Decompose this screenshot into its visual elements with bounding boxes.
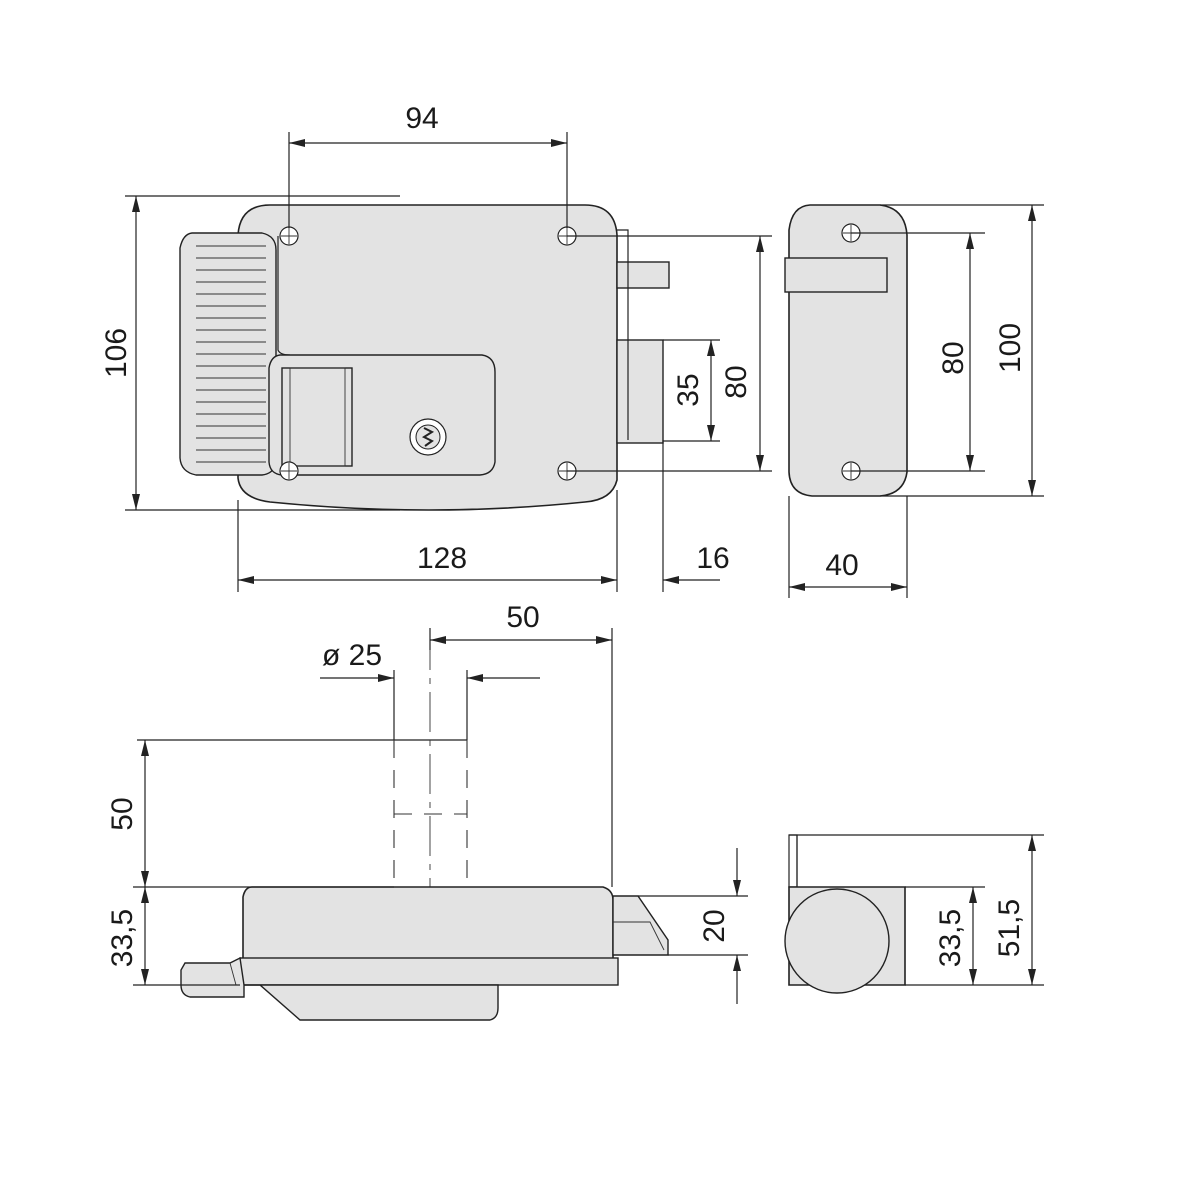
dim-40: 40 bbox=[825, 549, 858, 582]
dim-33-5-bottom: 33,5 bbox=[106, 909, 139, 967]
dim-diameter-25: ø 25 bbox=[322, 639, 382, 672]
lock-body-bottom bbox=[242, 886, 614, 961]
end-view: 33,5 51,5 bbox=[784, 834, 1044, 994]
handle-bottom bbox=[180, 956, 499, 1021]
keyhole-icon bbox=[409, 418, 447, 456]
dim-50-offset: 50 bbox=[506, 601, 539, 634]
dim-80-side: 80 bbox=[937, 341, 970, 374]
side-bolt bbox=[784, 257, 888, 293]
deadbolt-small bbox=[616, 261, 670, 289]
bottom-view: 50 ø 25 50 33,5 20 bbox=[106, 601, 748, 1021]
deadbolt-main bbox=[616, 339, 664, 444]
lock-body-side bbox=[788, 204, 908, 497]
side-view: 80 100 40 bbox=[784, 204, 1044, 598]
dim-100: 100 bbox=[994, 323, 1027, 373]
dim-16: 16 bbox=[696, 542, 729, 575]
dim-51-5: 51,5 bbox=[993, 899, 1026, 957]
dim-128: 128 bbox=[417, 542, 467, 575]
latch-button bbox=[281, 367, 353, 467]
base-plate bbox=[239, 957, 619, 986]
dim-94: 94 bbox=[405, 102, 438, 135]
front-view: 94 106 128 16 35 80 bbox=[100, 102, 772, 592]
dim-20: 20 bbox=[698, 909, 731, 942]
dim-80-front: 80 bbox=[720, 365, 753, 398]
cylinder-end bbox=[784, 888, 890, 994]
dim-33-5-end: 33,5 bbox=[934, 909, 967, 967]
dim-35: 35 bbox=[672, 373, 705, 406]
bolt-bottom bbox=[612, 895, 669, 956]
dim-50-vertical: 50 bbox=[106, 797, 139, 830]
handle-ribs bbox=[196, 245, 266, 463]
dim-106: 106 bbox=[100, 328, 133, 378]
